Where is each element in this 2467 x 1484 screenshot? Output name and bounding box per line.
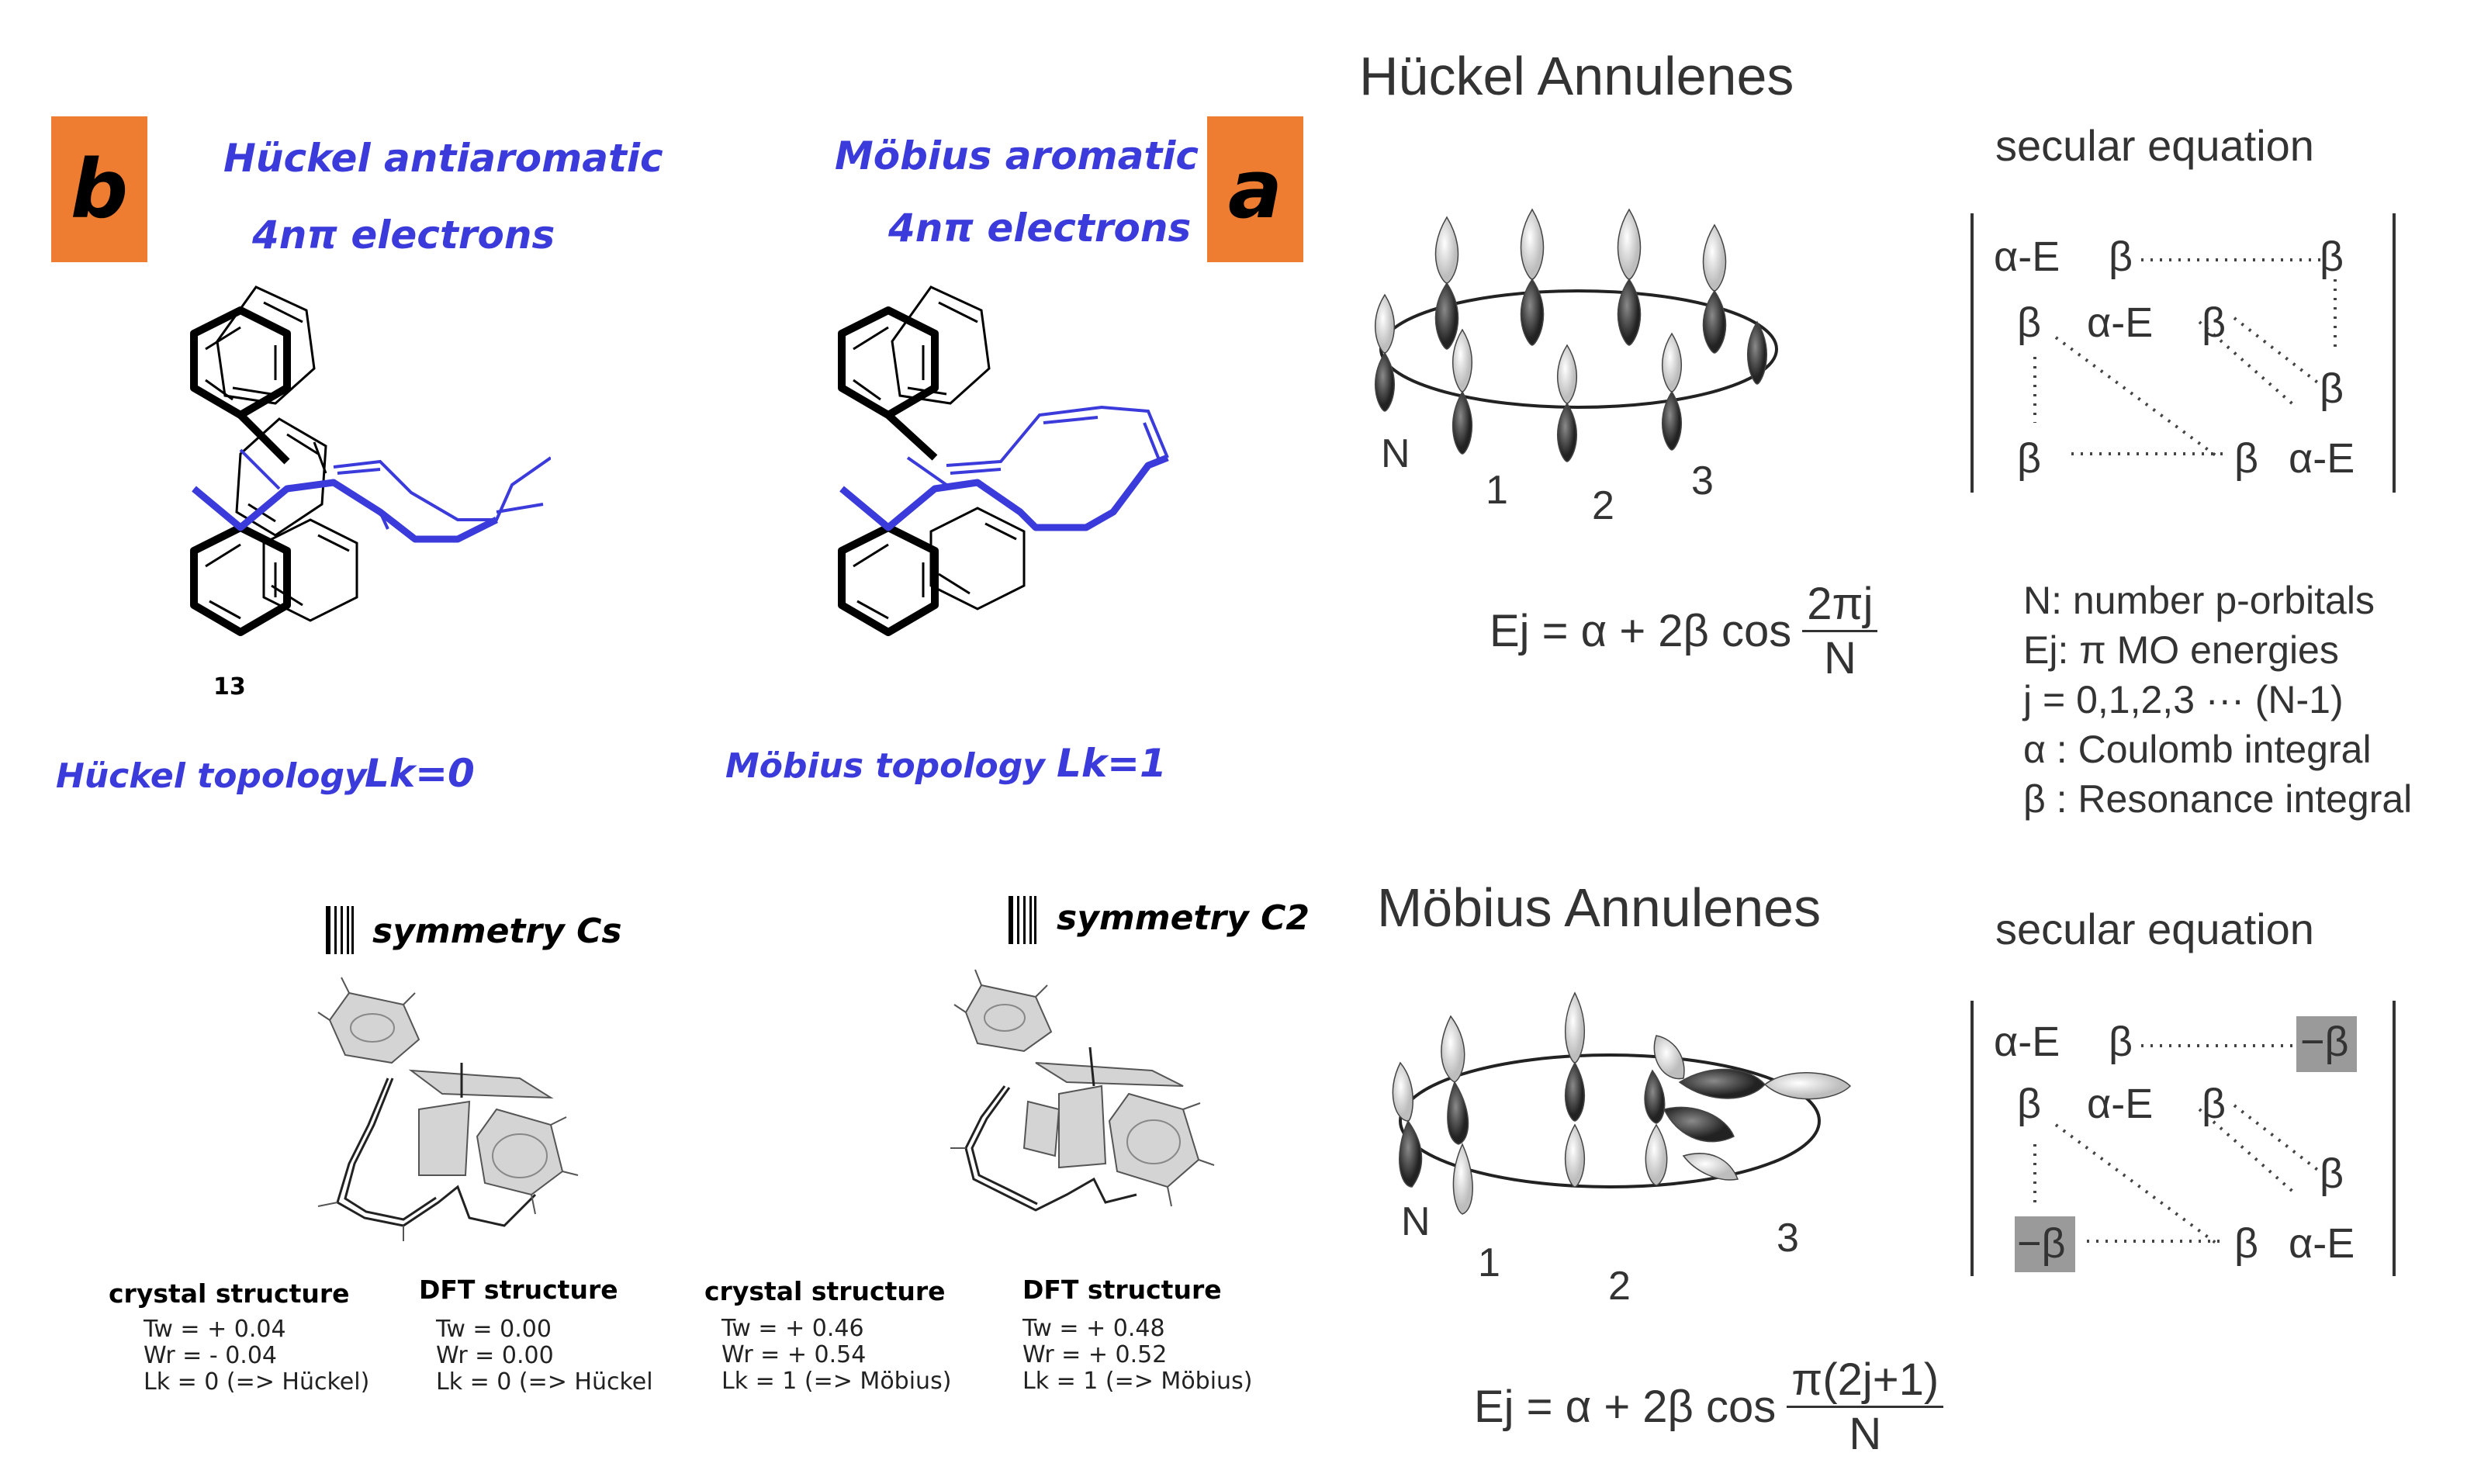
mobius-eq-fraction: π(2j+1) N bbox=[1787, 1354, 1944, 1460]
structure-title: crystal structure bbox=[704, 1276, 946, 1306]
huckel-matrix-cell: β bbox=[2017, 299, 2042, 346]
mobius-orbital-label-3: 3 bbox=[1777, 1216, 1799, 1261]
legend: N: number p-orbitals Ej: π MO energies j… bbox=[2023, 576, 2412, 824]
mobius-electrons-label: 4nπ electrons bbox=[888, 206, 1192, 251]
huckel-matrix-cell: α-E bbox=[2289, 435, 2355, 482]
linking-value: Lk = 1 (=> Möbius) bbox=[721, 1368, 952, 1395]
huckel-antiaromatic-title: Hückel antiaromatic bbox=[223, 136, 663, 181]
compound-label-13: 13 bbox=[209, 673, 242, 675]
mobius-highlight-bottom bbox=[2015, 1216, 2075, 1272]
huckel-molecule-structure: 13 bbox=[190, 285, 551, 675]
mobius-aromatic-title: Möbius aromatic bbox=[835, 133, 1199, 178]
huckel-orbital-label-1: 1 bbox=[1486, 468, 1508, 513]
huckel-matrix-cell: β bbox=[2320, 233, 2344, 280]
structure-stat-3: crystal structure Tw = + 0.46 Wr = + 0.5… bbox=[704, 1276, 951, 1395]
huckel-matrix-cell: β bbox=[2017, 435, 2042, 482]
mobius-matrix-cell: β bbox=[2202, 1081, 2227, 1127]
mobius-linking-number: Lk=1 bbox=[1057, 741, 1167, 786]
mobius-orbital-label-2: 2 bbox=[1608, 1264, 1631, 1309]
huckel-linking-number: Lk=0 bbox=[365, 751, 475, 796]
huckel-energy-equation: Ej = α + 2β cos 2πj N bbox=[1490, 578, 1878, 684]
symmetry-c2-label: symmetry C2 bbox=[1057, 898, 1310, 938]
symmetry-c2-marker bbox=[1009, 896, 1036, 944]
mobius-orbital-label-n: N bbox=[1401, 1199, 1431, 1244]
mobius-matrix-cell: −β bbox=[2300, 1019, 2349, 1065]
huckel-matrix-cell: α-E bbox=[2087, 299, 2154, 346]
badge-b: b bbox=[51, 116, 147, 262]
huckel-matrix-cell: β bbox=[2234, 435, 2259, 482]
mobius-eq-numerator: π(2j+1) bbox=[1787, 1354, 1944, 1408]
structure-stat-2: DFT structure Tw = 0.00 Wr = 0.00 Lk = 0… bbox=[419, 1275, 653, 1396]
writhe-value: Wr = + 0.52 bbox=[1022, 1341, 1168, 1368]
huckel-orbital-label-2: 2 bbox=[1592, 483, 1614, 528]
mobius-secular-matrix bbox=[1970, 1001, 2396, 1276]
legend-item: j = 0,1,2,3 ··· (N-1) bbox=[2023, 678, 2344, 721]
mobius-eq-lhs: Ej = α + 2β cos bbox=[1474, 1382, 1777, 1432]
mobius-matrix-cell: −β bbox=[2017, 1220, 2066, 1267]
structure-title: DFT structure bbox=[419, 1275, 618, 1305]
huckel-matrix-dots bbox=[2033, 258, 2337, 459]
twist-value: Tw = 0.00 bbox=[436, 1316, 552, 1343]
legend-item: N: number p-orbitals bbox=[2023, 579, 2375, 622]
huckel-annulenes-header: Hückel Annulenes bbox=[1359, 46, 1794, 106]
huckel-matrix-cell: α-E bbox=[1994, 233, 2060, 280]
mobius-secular-label: secular equation bbox=[1995, 905, 2314, 953]
huckel-eq-numerator: 2πj bbox=[1802, 578, 1878, 632]
linking-value: Lk = 0 (=> Hückel bbox=[436, 1368, 653, 1396]
mobius-matrix-cell: α-E bbox=[2289, 1220, 2355, 1267]
twist-value: Tw = + 0.04 bbox=[144, 1316, 286, 1343]
mobius-matrix-dots bbox=[2033, 1044, 2321, 1247]
huckel-topology-label: Hückel topology bbox=[56, 756, 367, 796]
mobius-molecule-structure bbox=[838, 285, 1169, 636]
huckel-orbital-label-3: 3 bbox=[1691, 458, 1714, 503]
mobius-matrix-cell: β bbox=[2109, 1019, 2133, 1065]
huckel-matrix-cell: β bbox=[2202, 299, 2227, 346]
mobius-3d-structure bbox=[950, 969, 1215, 1212]
mobius-matrix-cell: α-E bbox=[2087, 1081, 2154, 1127]
symmetry-cs-marker bbox=[326, 906, 354, 954]
twist-value: Tw = + 0.48 bbox=[1022, 1315, 1165, 1342]
writhe-value: Wr = + 0.54 bbox=[721, 1341, 867, 1368]
writhe-value: Wr = 0.00 bbox=[436, 1342, 554, 1369]
huckel-secular-label: secular equation bbox=[1995, 121, 2314, 170]
mobius-energy-equation: Ej = α + 2β cos π(2j+1) N bbox=[1474, 1354, 1944, 1460]
huckel-3d-structure bbox=[317, 977, 579, 1241]
mobius-orbital-ring bbox=[1392, 991, 1852, 1215]
huckel-secular-matrix bbox=[1970, 213, 2396, 493]
structure-title: DFT structure bbox=[1022, 1275, 1222, 1305]
legend-item: α : Coulomb integral bbox=[2023, 728, 2372, 771]
mobius-orbital-label-1: 1 bbox=[1478, 1240, 1500, 1285]
twist-value: Tw = + 0.46 bbox=[721, 1315, 864, 1342]
mobius-annulenes-header: Möbius Annulenes bbox=[1377, 877, 1822, 938]
writhe-value: Wr = - 0.04 bbox=[144, 1342, 278, 1369]
huckel-matrix-cell: β bbox=[2109, 233, 2133, 280]
structure-title: crystal structure bbox=[109, 1278, 350, 1309]
huckel-electrons-label: 4nπ electrons bbox=[252, 213, 555, 258]
linking-value: Lk = 1 (=> Möbius) bbox=[1022, 1368, 1253, 1395]
legend-item: Ej: π MO energies bbox=[2023, 628, 2339, 672]
structure-stat-4: DFT structure Tw = + 0.48 Wr = + 0.52 Lk… bbox=[1022, 1275, 1252, 1395]
huckel-eq-fraction: 2πj N bbox=[1802, 578, 1878, 684]
huckel-orbital-label-n: N bbox=[1381, 431, 1410, 476]
huckel-eq-lhs: Ej = α + 2β cos bbox=[1490, 606, 1792, 656]
huckel-eq-denominator: N bbox=[1823, 633, 1856, 683]
mobius-matrix-cell: β bbox=[2320, 1150, 2344, 1197]
mobius-eq-denominator: N bbox=[1849, 1409, 1882, 1459]
symmetry-cs-label: symmetry Cs bbox=[372, 912, 622, 951]
mobius-matrix-cell: β bbox=[2234, 1220, 2259, 1267]
structure-stat-1: crystal structure Tw = + 0.04 Wr = - 0.0… bbox=[109, 1278, 369, 1396]
compound-13-label: 13 bbox=[213, 673, 246, 700]
mobius-highlight-top bbox=[2296, 1016, 2357, 1072]
mobius-topology-label: Möbius topology bbox=[725, 746, 1045, 786]
huckel-orbital-ring bbox=[1375, 208, 1778, 462]
linking-value: Lk = 0 (=> Hückel) bbox=[144, 1368, 370, 1396]
mobius-matrix-cell: β bbox=[2017, 1081, 2042, 1127]
badge-a: a bbox=[1207, 116, 1303, 262]
mobius-matrix-cell: α-E bbox=[1994, 1019, 2060, 1065]
legend-item: β : Resonance integral bbox=[2023, 777, 2413, 821]
huckel-matrix-cell: β bbox=[2320, 365, 2344, 412]
